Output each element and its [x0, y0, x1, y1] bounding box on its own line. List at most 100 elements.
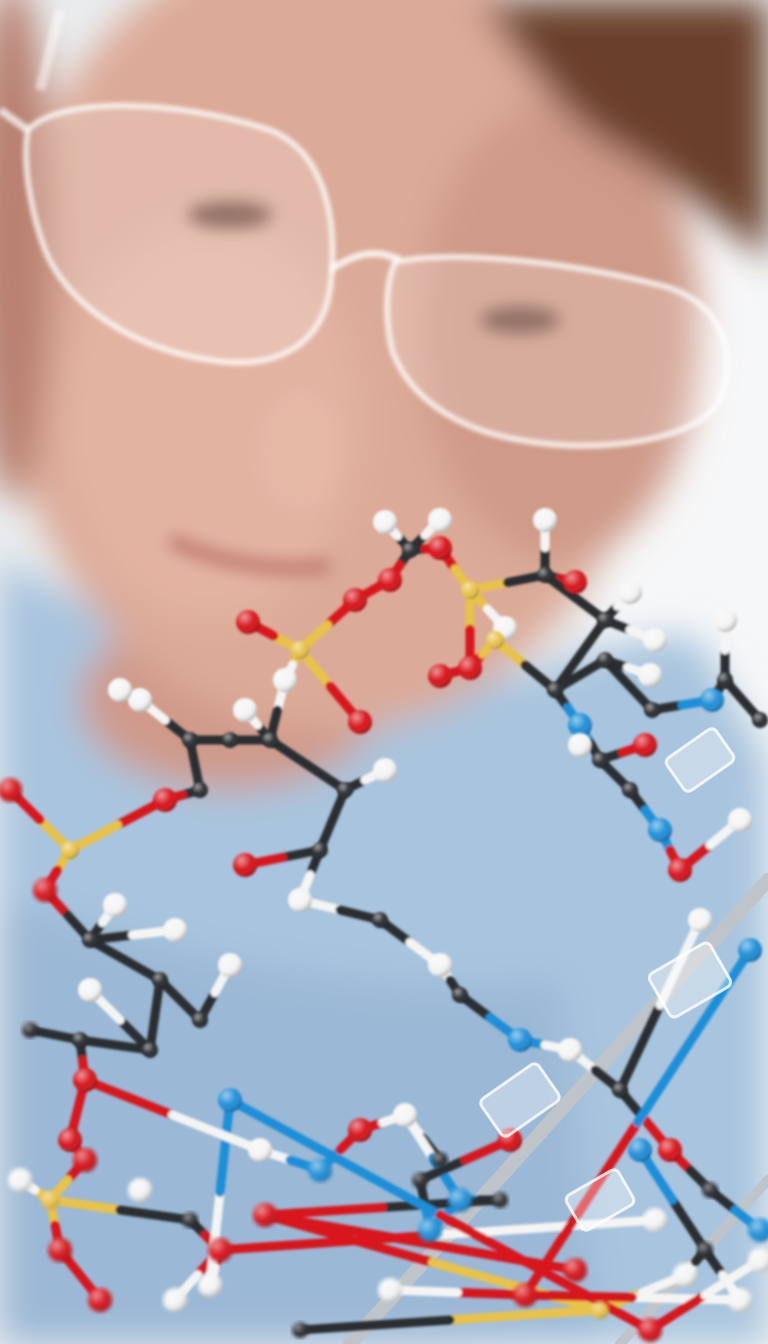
oxygen-atom	[0, 778, 22, 802]
hydrogen-atom-shine	[748, 1248, 768, 1272]
oxygen-atom-shine	[633, 733, 657, 757]
carbon-atom	[597, 612, 613, 628]
hydrogen-atom-shine	[273, 668, 297, 692]
carbon-atom	[312, 842, 328, 858]
hydrogen-atom	[533, 508, 557, 532]
oxygen-atom	[348, 1118, 372, 1142]
carbon-atom	[82, 932, 98, 948]
hydrogen-atom-shine	[378, 1278, 402, 1302]
nitrogen-atom-shine	[700, 688, 724, 712]
bond	[520, 1290, 637, 1302]
nitrogen-atom	[418, 1218, 442, 1242]
carbon-atom	[412, 1172, 428, 1188]
nitrogen-atom	[448, 1188, 472, 1212]
hydrogen-atom	[428, 508, 452, 532]
oxygen-atom-shine	[73, 1068, 97, 1092]
hydrogen-atom	[643, 1208, 667, 1232]
carbon-atom-shine	[547, 682, 563, 698]
carbon-atom	[292, 1322, 308, 1338]
nitrogen-atom-shine	[738, 938, 762, 962]
hydrogen-atom-shine	[78, 978, 102, 1002]
oxygen-atom	[48, 1238, 72, 1262]
oxygen-atom-shine	[73, 1148, 97, 1172]
carbon-atom-shine	[22, 1022, 38, 1038]
support-rod	[343, 873, 768, 1344]
hydrogen-atom	[248, 1138, 272, 1162]
hydrogen-atom	[673, 1263, 697, 1287]
hydrogen-atom	[163, 918, 187, 942]
nitrogen-atom	[508, 1028, 532, 1052]
carbon-atom	[592, 752, 608, 768]
oxygen-atom	[253, 1203, 277, 1227]
hydrogen-atom	[568, 733, 592, 757]
oxygen-atom	[343, 588, 367, 612]
oxygen-atom-shine	[378, 568, 402, 592]
hair	[480, 0, 768, 260]
oxygen-atom-shine	[348, 710, 372, 734]
oxygen-atom	[378, 568, 402, 592]
bond	[415, 1155, 470, 1185]
carbon-atom	[752, 712, 768, 728]
hydrogen-atom	[233, 698, 257, 722]
hydrogen-atom	[728, 808, 752, 832]
oxygen-atom	[563, 570, 587, 594]
carbon-atom-shine	[192, 1012, 208, 1028]
hydrogen-atom	[688, 908, 712, 932]
oxygen-atom-shine	[0, 778, 22, 802]
hydrogen-atom-shine	[618, 580, 642, 604]
phosphorus-atom	[486, 631, 504, 649]
hydrogen-atom	[618, 580, 642, 604]
hydrogen-atom	[288, 888, 312, 912]
hydrogen-atom	[638, 663, 662, 687]
hydrogen-atom	[378, 1278, 402, 1302]
phosphorus-atom	[61, 841, 79, 859]
carbon-atom	[182, 732, 198, 748]
oxygen-atom-shine	[253, 1203, 277, 1227]
nitrogen-atom-shine	[568, 713, 592, 737]
hydrogen-atom-shine	[373, 510, 397, 534]
phosphorus-atom-shine	[486, 631, 504, 649]
hydrogen-atom	[8, 1168, 32, 1192]
oxygen-atom	[33, 878, 57, 902]
nitrogen-atom-shine	[648, 818, 672, 842]
connector-clip	[479, 1062, 561, 1138]
hydrogen-atom-shine	[638, 663, 662, 687]
nitrogen-atom	[568, 713, 592, 737]
hydrogen-atom-shine	[248, 1138, 272, 1162]
hydrogen-atom	[748, 1248, 768, 1272]
oxygen-atom-shine	[563, 570, 587, 594]
bond	[215, 1230, 442, 1255]
carbon-atom-shine	[262, 732, 278, 748]
carbon-atom	[222, 732, 238, 748]
nitrogen-atom-shine	[308, 1158, 332, 1182]
carbon-atom-shine	[337, 782, 353, 798]
oxygen-atom-shine	[88, 1288, 112, 1312]
oxygen-atom-shine	[58, 1128, 82, 1152]
hydrogen-atom-shine	[198, 1273, 222, 1297]
oxygen-atom	[233, 853, 257, 877]
nitrogen-atom-shine	[748, 1218, 768, 1242]
carbon-atom-shine	[597, 652, 613, 668]
carbon-atom-shine	[702, 1182, 718, 1198]
hydrogen-atom-shine	[713, 608, 737, 632]
phosphorus-atom	[41, 1191, 59, 1209]
nitrogen-atom-shine	[628, 1138, 652, 1162]
bond	[520, 1118, 642, 1300]
oxygen-atom-shine	[236, 610, 260, 634]
hydrogen-atom	[373, 758, 397, 782]
hydrogen-atom-shine	[128, 688, 152, 712]
carbon-atom	[152, 972, 168, 988]
oxygen-atom-shine	[458, 656, 482, 680]
carbon-atom	[452, 987, 468, 1003]
carbon-atom	[612, 1082, 628, 1098]
oxygen-atom-shine	[428, 664, 452, 688]
hydrogen-atom	[373, 510, 397, 534]
oxygen-atom-shine	[33, 878, 57, 902]
oxygen-atom-shine	[563, 1258, 587, 1282]
oxygen-atom	[638, 1318, 662, 1342]
connector-clip	[647, 941, 733, 1019]
oxygen-atom-shine	[343, 588, 367, 612]
carbon-atom	[547, 682, 563, 698]
hydrogen-atom-shine	[393, 1103, 417, 1127]
